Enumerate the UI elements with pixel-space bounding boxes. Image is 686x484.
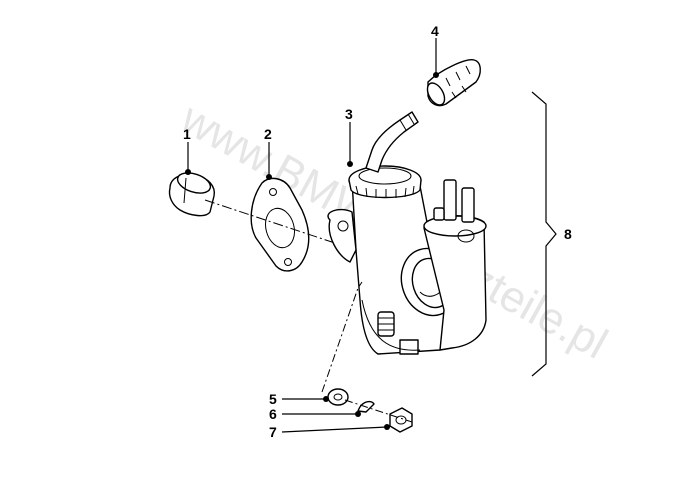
bracket-8 xyxy=(531,91,557,377)
part-4-filter-cap xyxy=(426,59,481,107)
callout-3: 3 xyxy=(345,106,353,122)
callout-8: 8 xyxy=(564,226,572,242)
axis-line xyxy=(204,199,351,249)
callout-6: 6 xyxy=(269,406,277,422)
callout-1: 1 xyxy=(183,126,191,142)
part-1-sleeve xyxy=(168,172,215,217)
leader-lines xyxy=(185,38,439,433)
carburetor-body xyxy=(327,165,487,355)
part-3-air-tube xyxy=(365,111,419,173)
callout-7: 7 xyxy=(269,424,277,440)
part-7-nut xyxy=(389,407,413,433)
callout-4: 4 xyxy=(431,23,439,39)
part-5-washer xyxy=(327,388,349,406)
callout-5: 5 xyxy=(269,391,277,407)
callout-2: 2 xyxy=(264,126,272,142)
